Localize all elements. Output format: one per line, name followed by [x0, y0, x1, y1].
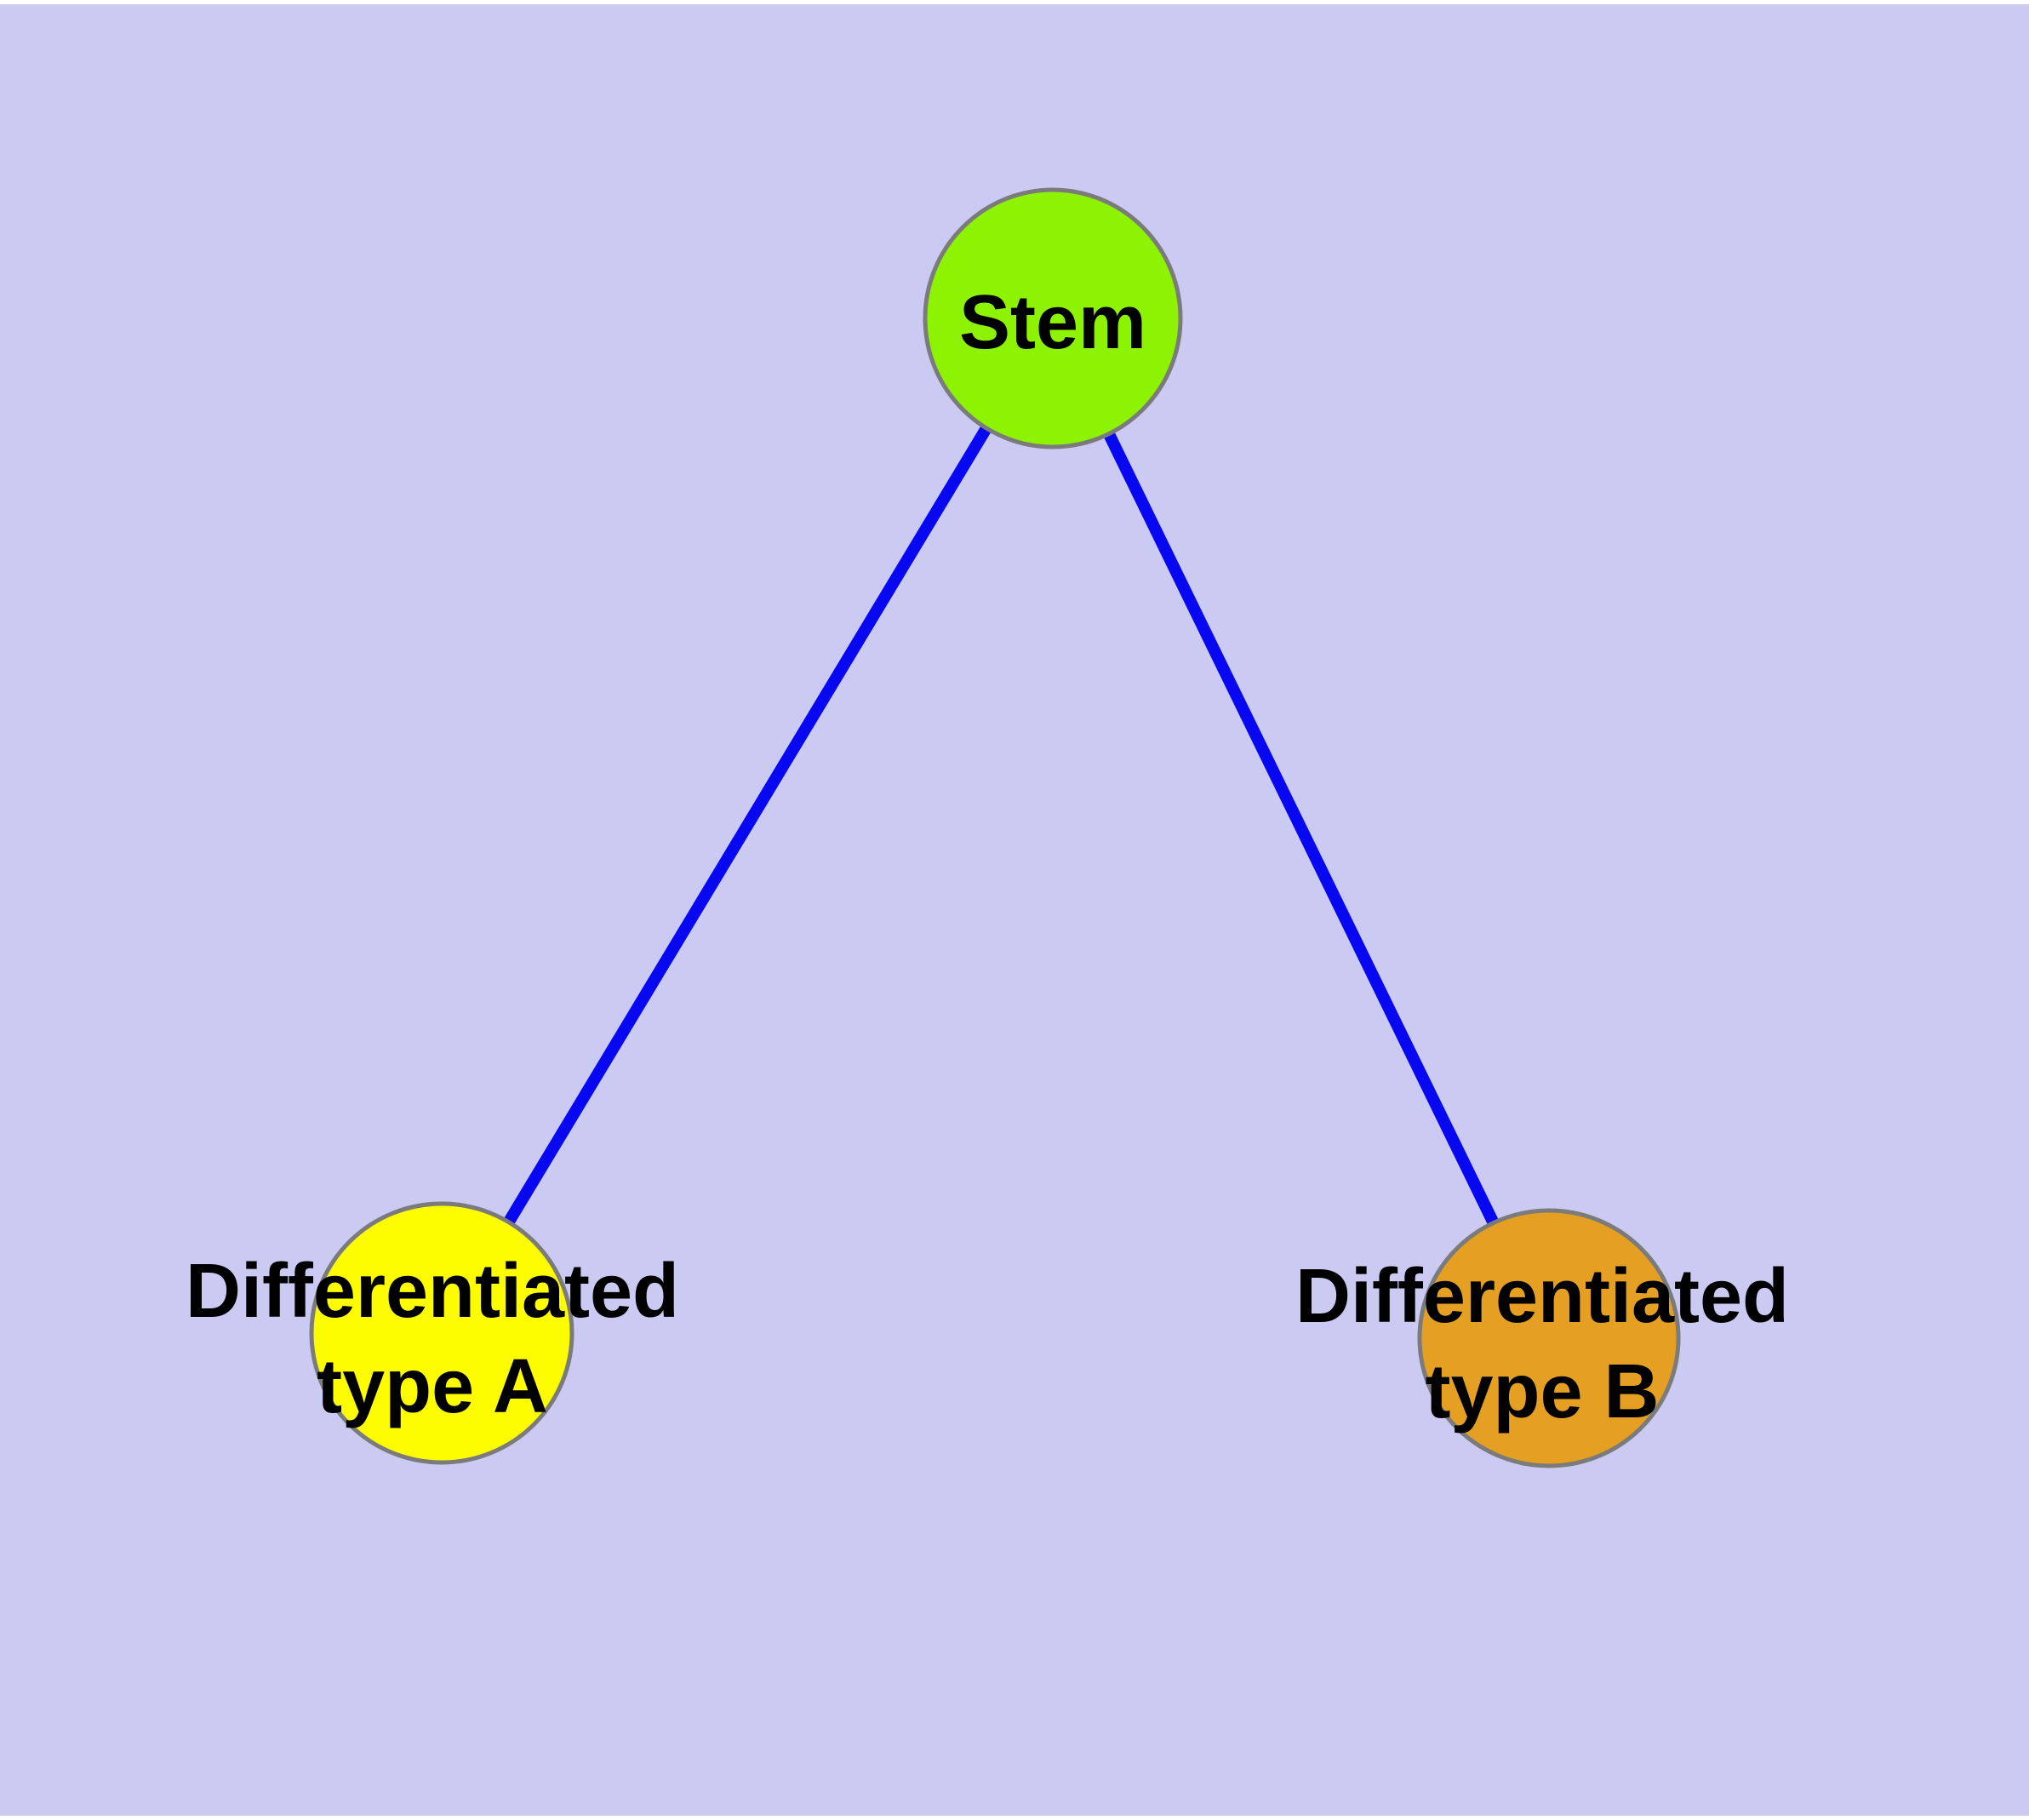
node-type-a-label-line2: type A [317, 1344, 548, 1429]
node-stem: Stem [923, 187, 1183, 449]
node-stem-label: Stem [959, 280, 1146, 365]
node-type-b-circle [1417, 1208, 1681, 1468]
node-type-a-circle [309, 1201, 574, 1465]
node-type-a-label-line1: Differentiated [186, 1249, 679, 1334]
node-stem-circle [923, 187, 1183, 449]
node-type-b-label-line1: Differentiated [1295, 1254, 1789, 1339]
node-type-a: Differentiated type A [186, 1201, 679, 1465]
edge-stem-to-type-b [1103, 431, 1499, 1225]
edge-stem-to-type-a [504, 425, 992, 1225]
node-type-b-label-line2: type B [1425, 1349, 1659, 1434]
node-type-b: Differentiated type B [1295, 1208, 1789, 1468]
